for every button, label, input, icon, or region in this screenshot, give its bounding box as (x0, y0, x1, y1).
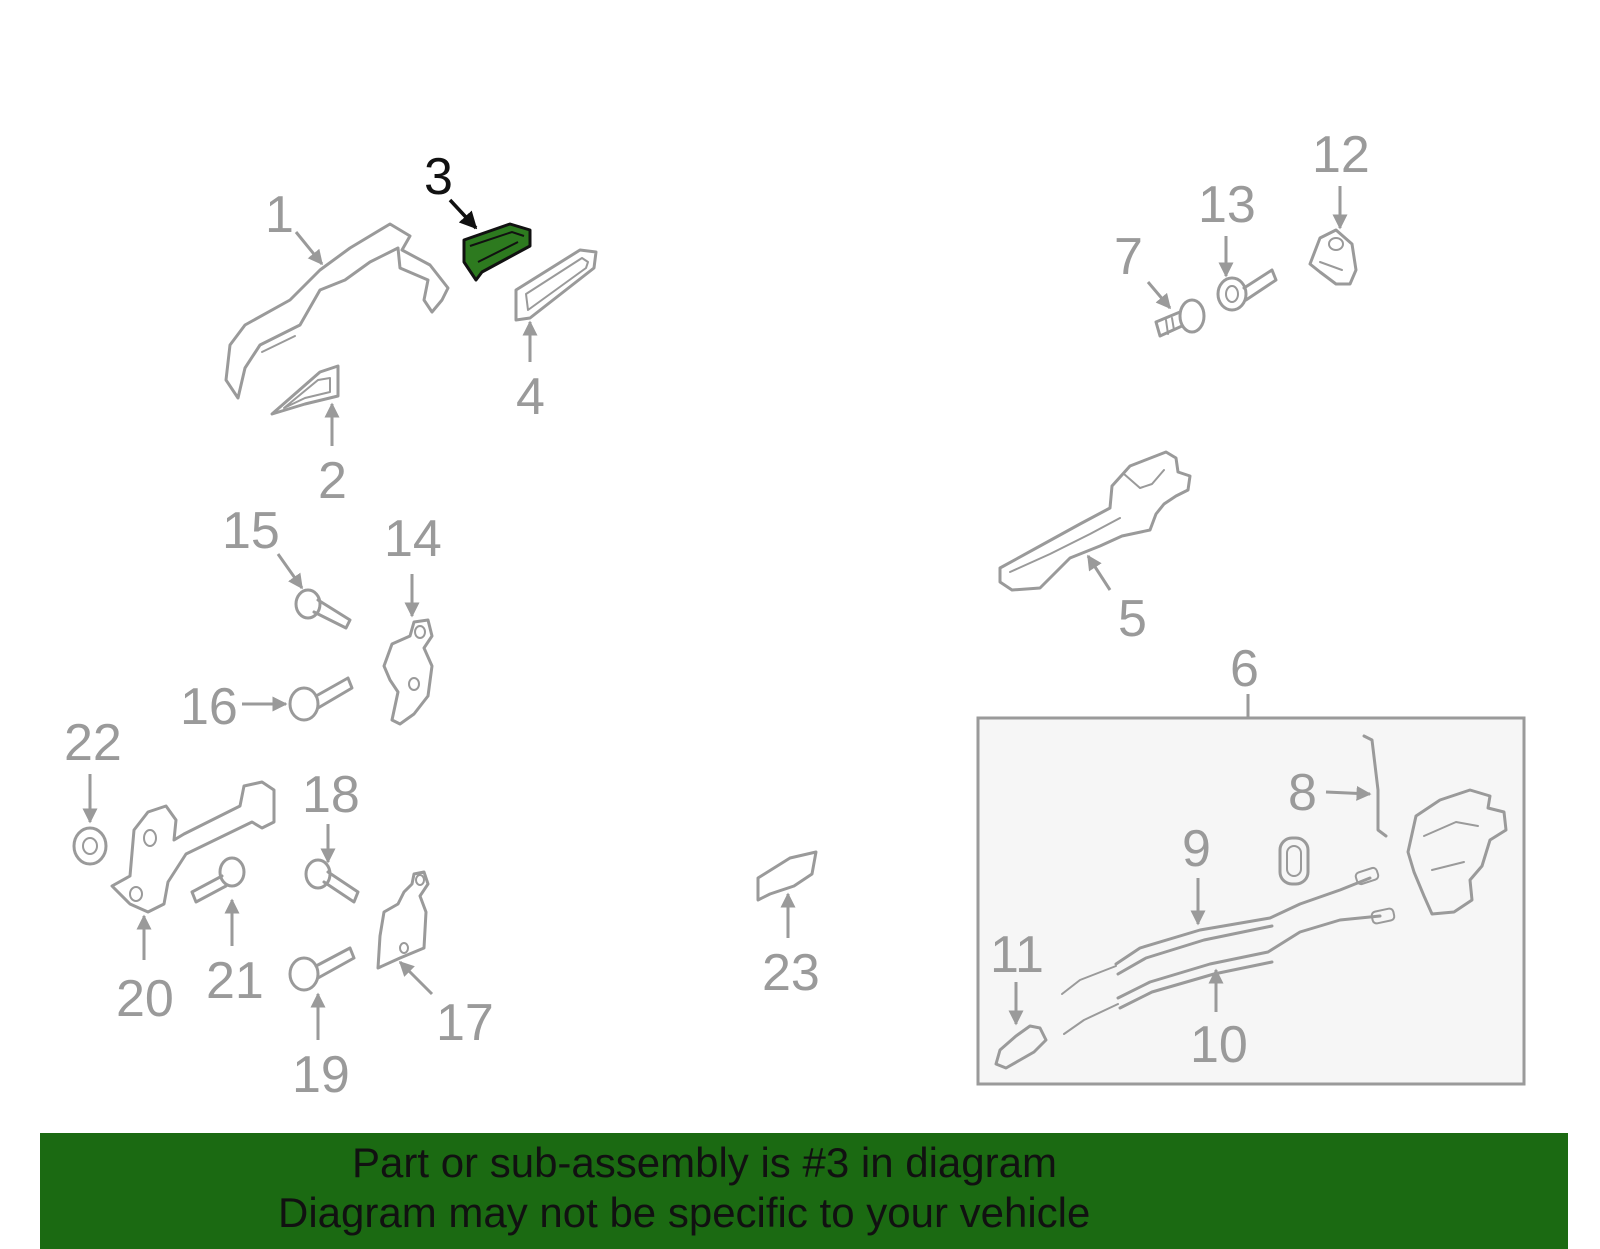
callout-16: 16 (180, 678, 238, 736)
callout-7: 7 (1114, 228, 1143, 286)
callout-15: 15 (222, 502, 280, 560)
arrow-17 (398, 960, 434, 996)
callout-19: 19 (292, 1046, 350, 1104)
part-16-bolt (288, 676, 354, 722)
part-22-nut (72, 826, 108, 866)
part-23-pad (756, 850, 818, 902)
arrow-5 (1086, 554, 1112, 591)
callout-23: 23 (762, 944, 820, 1002)
part-1-outer-handle (224, 222, 450, 400)
callout-18: 18 (302, 766, 360, 824)
part-15-bolt (294, 588, 352, 630)
banner-line-disclaimer: Diagram may not be specific to your vehi… (278, 1189, 1091, 1236)
part-13-screw (1216, 268, 1278, 312)
callout-3: 3 (424, 148, 453, 206)
callout-11: 11 (990, 926, 1044, 984)
callout-1: 1 (265, 186, 294, 244)
arrow-15 (276, 553, 304, 590)
callout-13: 13 (1198, 176, 1256, 234)
part-11-clip (994, 1024, 1048, 1070)
arrow-1 (294, 231, 324, 266)
part-7-screw (1154, 298, 1206, 338)
callout-5: 5 (1118, 590, 1147, 648)
part-17-hinge (376, 870, 430, 970)
callout-8: 8 (1288, 764, 1317, 822)
callout-22: 22 (64, 714, 122, 772)
callout-6: 6 (1230, 640, 1259, 698)
part-5-handle-frame (998, 450, 1192, 592)
part-10-cable (1063, 907, 1396, 1035)
arrow-3 (448, 198, 478, 230)
banner-line-part: Part or sub-assembly is #3 in diagram (352, 1139, 1057, 1186)
arrow-8 (1325, 785, 1372, 801)
part-4-pad (514, 248, 598, 322)
callout-9: 9 (1182, 820, 1211, 878)
part-8-rod (1362, 734, 1388, 838)
part-2-pad (270, 364, 340, 416)
info-banner: Part or sub-assembly is #3 in diagram Di… (40, 1133, 1568, 1249)
part-14-hinge (382, 618, 434, 726)
part-20-door-check (110, 780, 276, 914)
callout-12: 12 (1312, 126, 1370, 184)
callout-17: 17 (436, 994, 494, 1052)
callout-14: 14 (384, 510, 442, 568)
part-18-bolt (304, 858, 360, 904)
callout-4: 4 (516, 368, 545, 426)
callout-20: 20 (116, 970, 174, 1028)
part-3-handle-cap (462, 222, 532, 282)
door-latch-assembly (1406, 788, 1508, 916)
callout-2: 2 (318, 452, 347, 510)
grommet (1278, 836, 1310, 886)
part-19-bolt (288, 946, 356, 992)
part-12-striker (1308, 228, 1358, 286)
part-21-bolt (190, 856, 246, 904)
arrow-7 (1146, 281, 1172, 310)
callout-21: 21 (206, 952, 264, 1010)
part-9-cable (1061, 866, 1380, 995)
group-6-box (976, 694, 1526, 1086)
callout-10: 10 (1190, 1016, 1248, 1074)
